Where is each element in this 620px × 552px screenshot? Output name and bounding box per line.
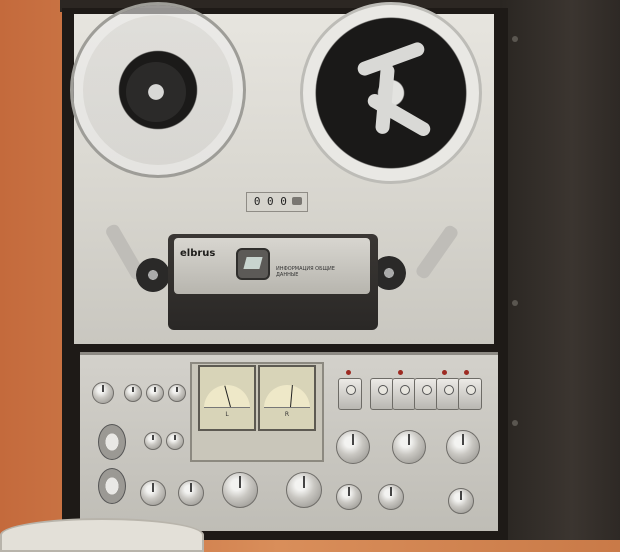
head-cover [174, 238, 370, 294]
indicator-led [464, 370, 469, 375]
power-switch[interactable] [98, 424, 126, 460]
cabinet-screw [512, 420, 518, 426]
tape-counter: 0 0 0 0 [246, 192, 308, 212]
volume-knob-right[interactable] [446, 430, 480, 464]
head-badge [236, 248, 270, 280]
volume-knob-left[interactable] [336, 430, 370, 464]
pause-key[interactable] [338, 378, 362, 410]
level-knob-1[interactable] [140, 480, 166, 506]
recording-level-knob[interactable] [286, 472, 322, 508]
vu-needle-left [224, 385, 231, 408]
brand-label: elbrus [180, 248, 216, 259]
indicator-led [346, 370, 351, 375]
speed-switch[interactable] [98, 468, 126, 504]
rewind-key[interactable] [370, 378, 394, 410]
key-indicator [444, 385, 454, 395]
record-key[interactable] [458, 378, 482, 410]
level-knob-2[interactable] [178, 480, 204, 506]
treble-knob[interactable] [168, 384, 186, 402]
vu-label-left: L [225, 411, 229, 418]
tone-knob-2[interactable] [378, 484, 404, 510]
key-indicator [400, 385, 410, 395]
indicator-led [442, 370, 447, 375]
headphone-knob[interactable] [448, 488, 474, 514]
badge-icon [243, 257, 263, 269]
play-key[interactable] [414, 378, 438, 410]
stop-key[interactable] [392, 378, 416, 410]
balance-knob[interactable] [124, 384, 142, 402]
cabinet-screw [512, 300, 518, 306]
head-caption: ИНФОРМАЦИЯ ОБЩИЕ ДАННЫЕ [276, 266, 335, 278]
guide-roller-left [136, 258, 170, 292]
vu-face-right [264, 385, 310, 408]
vu-face-left [204, 385, 250, 408]
vu-meter-left: L [198, 365, 256, 431]
vu-needle-right [290, 385, 293, 408]
spare-reel [0, 518, 204, 552]
vu-label-right: R [284, 411, 290, 418]
input-selector-knob[interactable] [92, 382, 114, 404]
volume-knob-center[interactable] [392, 430, 426, 464]
supply-reel-hub [126, 62, 186, 122]
master-level-knob[interactable] [222, 472, 258, 508]
bass-knob[interactable] [146, 384, 164, 402]
monitor-knob-left[interactable] [144, 432, 162, 450]
monitor-knob-right[interactable] [166, 432, 184, 450]
fast-forward-key[interactable] [436, 378, 460, 410]
tone-knob-1[interactable] [336, 484, 362, 510]
counter-reset-button[interactable] [292, 197, 302, 205]
key-indicator [466, 385, 476, 395]
vu-meter-right: R [258, 365, 316, 431]
key-indicator [346, 385, 356, 395]
key-indicator [422, 385, 432, 395]
key-indicator [378, 385, 388, 395]
cabinet-screw [512, 36, 518, 42]
background-wall [500, 0, 620, 540]
indicator-led [398, 370, 403, 375]
